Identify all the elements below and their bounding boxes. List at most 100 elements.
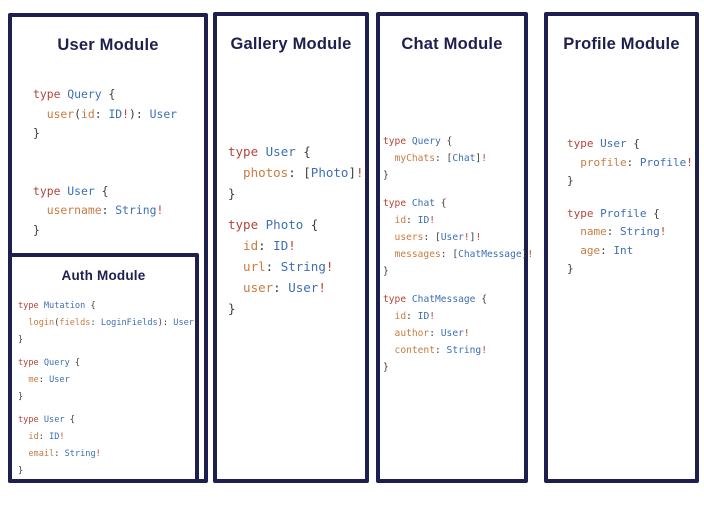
code-token: photos xyxy=(228,165,289,180)
code-block: type User { id: ID! email: String!} xyxy=(18,412,194,480)
code-line: email: String! xyxy=(18,446,194,463)
code-token: { xyxy=(108,87,116,101)
code-token: : xyxy=(600,243,614,257)
code-token: : xyxy=(38,375,50,385)
code-token: type xyxy=(18,301,44,311)
code-token: ChatMessage xyxy=(411,294,482,305)
code-token: String xyxy=(620,225,660,238)
code-token: { xyxy=(101,183,109,198)
code-line: url: String! xyxy=(228,256,364,277)
code-token: id xyxy=(81,106,95,121)
code-token: User xyxy=(440,232,464,243)
code-token: } xyxy=(33,222,40,237)
code-token: Int xyxy=(613,243,634,257)
code-token: url xyxy=(228,259,266,274)
code-token: messages xyxy=(383,249,441,260)
code-line: type Query { xyxy=(18,355,194,372)
code-line: } xyxy=(33,221,177,241)
code-token: } xyxy=(18,335,24,345)
code-token: me xyxy=(18,375,39,385)
code-token: type xyxy=(228,144,266,159)
code-line: id: ID! xyxy=(228,235,364,256)
code-token: ID xyxy=(108,106,123,121)
code-token: type xyxy=(383,294,412,305)
code-line: type Query { xyxy=(33,85,177,105)
code-token: { xyxy=(446,136,453,147)
code-token: id xyxy=(228,238,259,253)
code-token: User xyxy=(600,137,634,150)
code-token: : xyxy=(54,449,65,459)
code-token: : xyxy=(434,345,447,356)
code-token: ] xyxy=(469,232,476,243)
code-token: : xyxy=(90,318,101,328)
code-token: login xyxy=(18,318,55,328)
code-block: type Profile { name: String! age: Int} xyxy=(567,205,693,279)
chat-module-code: type Query { myChats: [Chat]!}type Chat … xyxy=(383,133,533,376)
chat-module-title: Chat Module xyxy=(401,35,503,53)
code-token: age xyxy=(567,243,601,257)
code-line: name: String! xyxy=(567,223,693,242)
code-token: Query xyxy=(43,358,75,368)
code-token: User xyxy=(43,415,70,425)
code-block: type User { profile: Profile!} xyxy=(567,135,693,191)
code-line: type Photo { xyxy=(228,214,364,235)
code-block: type Query { user(id: ID!): User} xyxy=(33,85,177,144)
code-line: } xyxy=(18,332,194,349)
code-line: type User { xyxy=(228,141,364,162)
code-token: type xyxy=(383,198,412,209)
code-line: profile: Profile! xyxy=(567,154,693,173)
code-line: type User { xyxy=(33,182,177,202)
code-line: type ChatMessage { xyxy=(383,291,533,308)
code-token: } xyxy=(18,466,24,476)
code-token: user xyxy=(228,280,274,295)
code-token: } xyxy=(228,301,236,316)
code-line: type Mutation { xyxy=(18,298,194,315)
code-line: users: [User!]! xyxy=(383,229,533,246)
code-token: Profile xyxy=(639,155,687,169)
code-line: id: ID! xyxy=(18,429,194,446)
code-line: username: String! xyxy=(33,201,177,221)
code-token: ! xyxy=(463,328,470,339)
code-token: } xyxy=(33,126,40,140)
code-token: email xyxy=(18,449,55,459)
code-token: Photo xyxy=(310,165,349,180)
code-token: content xyxy=(383,345,435,356)
code-token: type xyxy=(567,206,601,220)
code-token: ! xyxy=(59,432,65,442)
panel-auth-module: Auth Module type Mutation { login(fields… xyxy=(8,253,199,483)
code-token: ! xyxy=(429,311,436,322)
code-token: ID xyxy=(417,311,430,322)
panel-user-module: User Module type Query { user(id: ID!): … xyxy=(8,13,208,483)
code-line: myChats: [Chat]! xyxy=(383,150,533,167)
code-token: ): xyxy=(129,106,150,121)
code-token: User xyxy=(49,375,70,385)
gallery-module-code: type User { photos: [Photo]!}type Photo … xyxy=(228,141,364,319)
code-token: : xyxy=(429,328,441,339)
code-block: type Photo { id: ID! url: String! user: … xyxy=(228,214,364,319)
code-token: User xyxy=(440,328,464,339)
profile-module-code: type User { profile: Profile!} type Profi… xyxy=(567,135,693,279)
code-token: { xyxy=(310,217,319,232)
panel-chat-module: Chat Module type Query { myChats: [Chat]… xyxy=(376,12,533,483)
code-line: id: ID! xyxy=(383,212,533,229)
code-token: profile xyxy=(567,155,627,169)
code-line: photos: [Photo]! xyxy=(228,162,363,183)
code-token: ! xyxy=(325,259,334,274)
code-token: ( xyxy=(54,318,60,328)
gallery-module-title: Gallery Module xyxy=(230,35,352,53)
auth-module-title: Auth Module xyxy=(61,268,146,283)
code-line: type Profile { xyxy=(567,205,693,224)
code-token: : [ xyxy=(423,232,441,243)
code-token: ! xyxy=(527,249,534,260)
code-token: type xyxy=(228,217,266,232)
code-token: Query xyxy=(411,136,447,147)
code-token: { xyxy=(653,206,660,220)
code-token: username xyxy=(33,203,102,217)
code-line: type Chat { xyxy=(383,195,533,212)
code-token: ID xyxy=(273,238,289,253)
code-token: { xyxy=(74,358,81,368)
code-token: Photo xyxy=(265,217,311,232)
code-line: author: User! xyxy=(383,325,533,342)
code-block: type ChatMessage { id: ID! author: User!… xyxy=(383,291,533,376)
